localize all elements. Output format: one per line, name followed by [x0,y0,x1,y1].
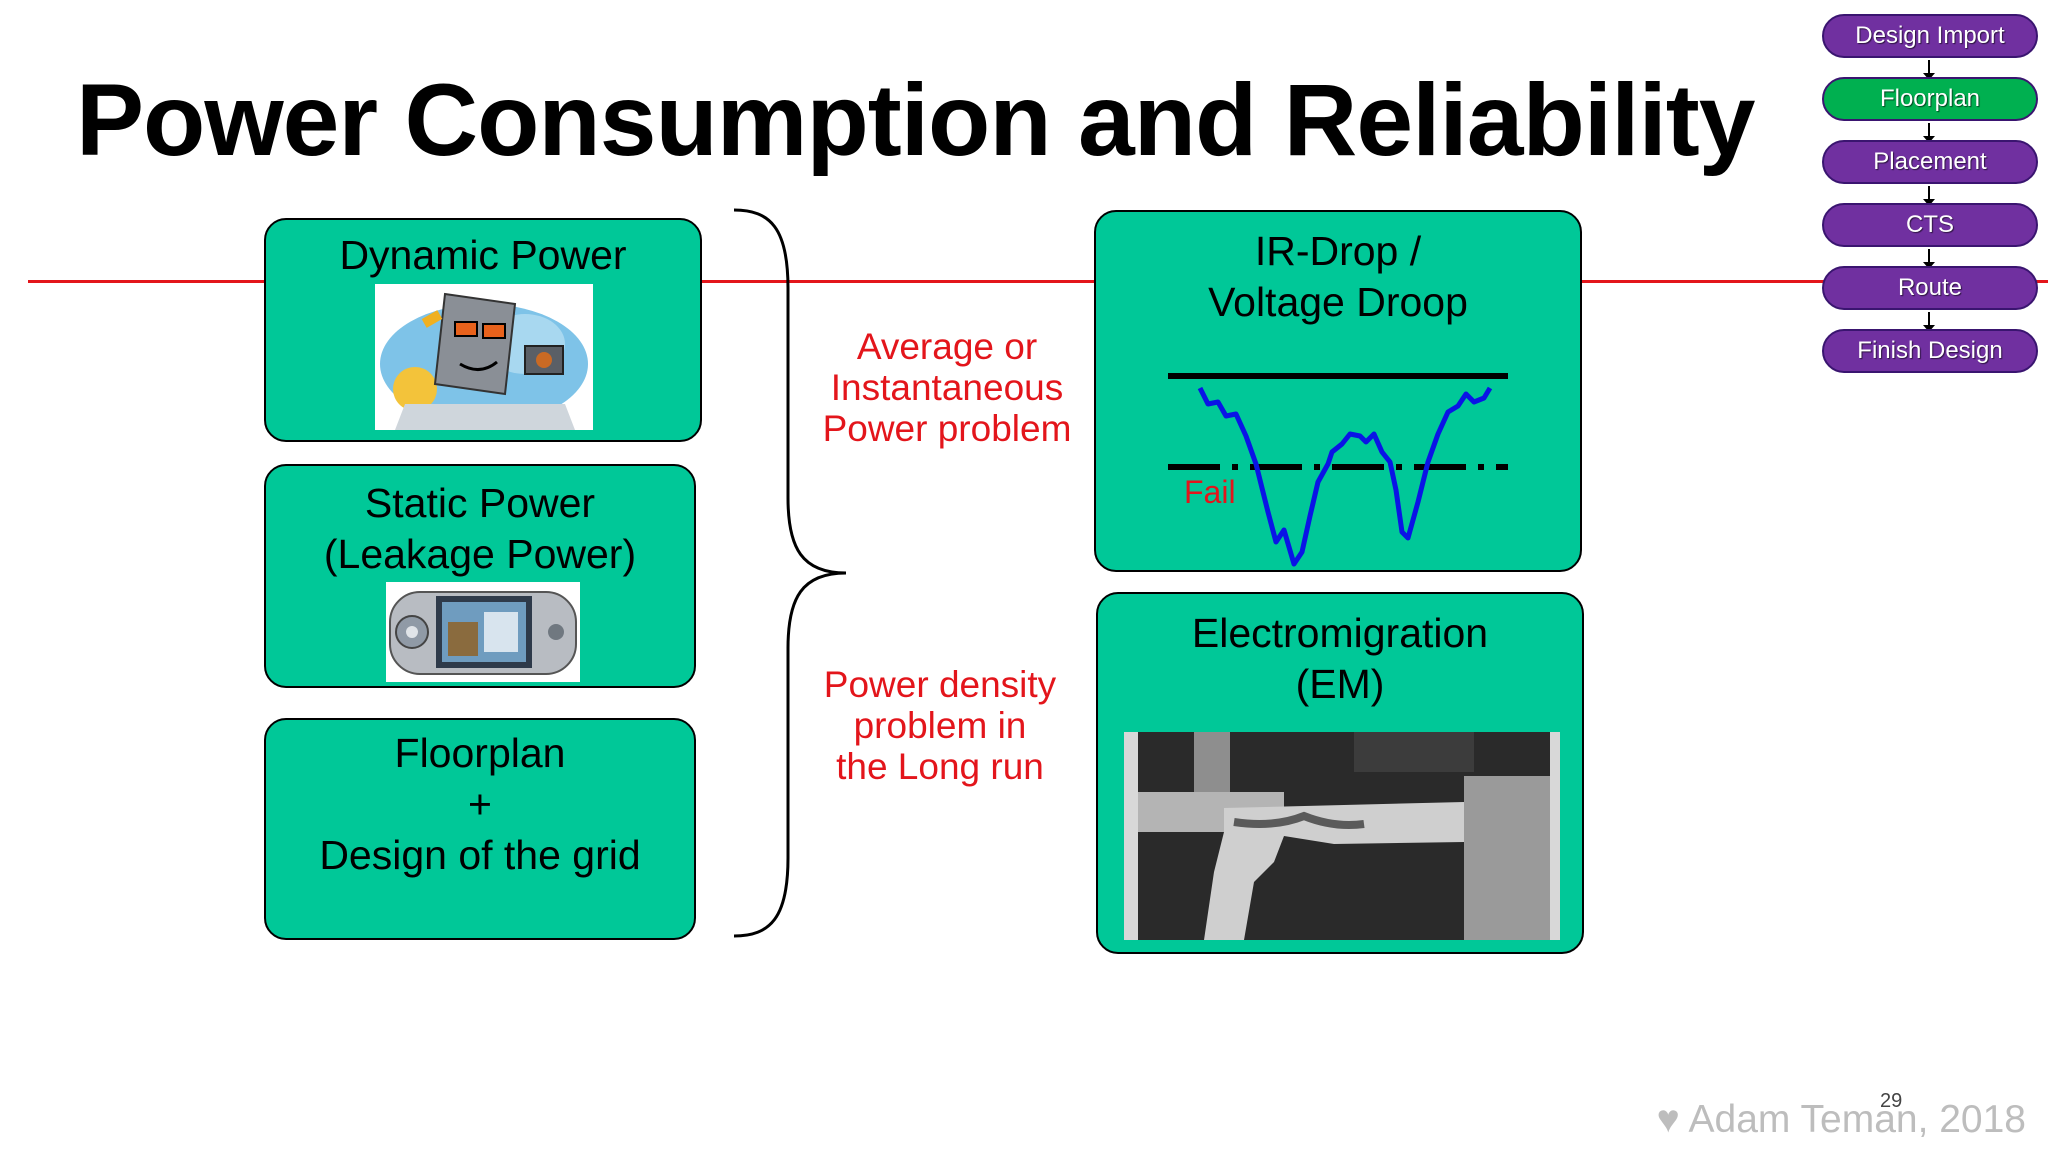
electromigration-micrograph [1124,732,1560,940]
average-power-text: Average or Instantaneous Power problem [822,326,1072,449]
dynamic-power-box: Dynamic Power [264,218,702,442]
curly-brace-icon [733,208,847,938]
ir-drop-box: IR-Drop / Voltage Droop Fail [1094,210,1582,572]
flow-arrow-icon [1923,123,1935,143]
flow-step-finish-design[interactable]: Finish Design [1822,329,2038,373]
fail-label: Fail [1184,474,1236,510]
flow-step-cts[interactable]: CTS [1822,203,2038,247]
flow-arrow-icon [1923,249,1935,269]
static-power-label: Static Power (Leakage Power) [323,480,637,577]
flow-arrow-icon [1923,60,1935,80]
static-power-box: Static Power (Leakage Power) [264,464,696,688]
flow-step-route[interactable]: Route [1822,266,2038,310]
flow-step-floorplan[interactable]: Floorplan [1822,77,2038,121]
page-title: Power Consumption and Reliability [76,63,1755,177]
electromigration-box: Electromigration (EM) [1096,592,1584,954]
electromigration-label: Electromigration (EM) [1191,610,1489,707]
mobile-phone-photo [386,582,580,682]
ir-drop-label: IR-Drop / Voltage Droop [1208,228,1468,325]
power-density-text: Power density problem in the Long run [823,664,1057,787]
voltage-droop-waveform [1168,373,1508,567]
flow-step-placement[interactable]: Placement [1822,140,2038,184]
footer-credit: ♥ Adam Teman, 2018 [1657,1098,2026,1142]
slide-number: 29 [1880,1090,1903,1112]
floorplan-grid-box: Floorplan + Design of the grid [264,718,696,940]
floorplan-grid-label: Floorplan + Design of the grid [319,730,641,878]
flow-step-design-import[interactable]: Design Import [1822,14,2038,58]
footer-text: Adam Teman, 2018 [1688,1098,2027,1141]
red-divider-line [28,280,2048,283]
heart-icon: ♥ [1656,1098,1689,1141]
flow-arrow-icon [1923,312,1935,332]
dynamic-power-label: Dynamic Power [339,232,627,278]
flow-arrow-icon [1923,186,1935,206]
cartoon-chip-illustration [375,284,593,430]
